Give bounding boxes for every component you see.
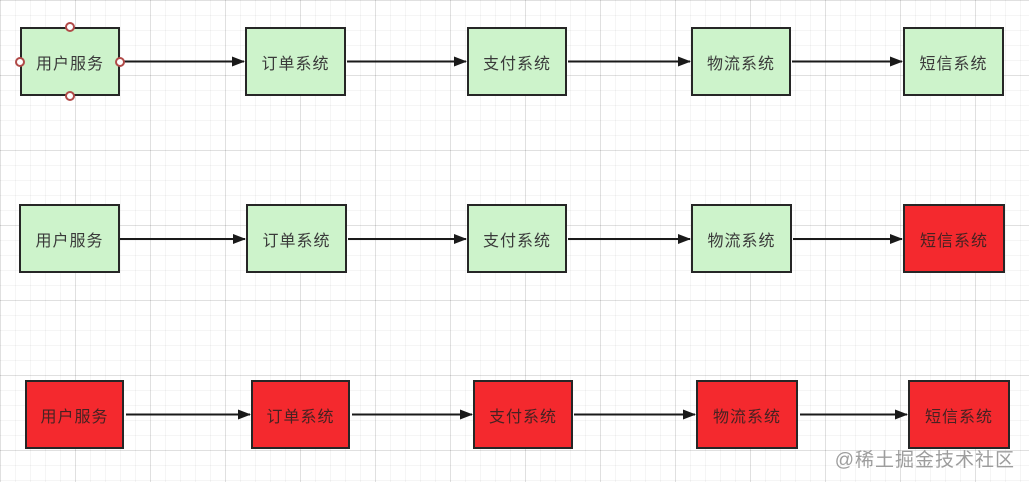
node-label: 订单系统 <box>261 55 330 73</box>
node-label: 用户服务 <box>35 55 104 73</box>
node-order-system[interactable]: 订单系统 <box>251 380 350 449</box>
node-label: 物流系统 <box>712 408 781 426</box>
node-label: 订单系统 <box>266 408 335 426</box>
node-user-service[interactable]: 用户服务 <box>19 204 120 273</box>
node-label: 短信系统 <box>924 408 993 426</box>
node-label: 短信系统 <box>919 232 988 250</box>
node-label: 短信系统 <box>919 55 988 73</box>
node-label: 物流系统 <box>706 55 775 73</box>
node-payment-system[interactable]: 支付系统 <box>467 204 567 273</box>
node-user-service[interactable]: 用户服务 <box>25 380 124 449</box>
selection-handle-right[interactable] <box>115 56 125 67</box>
node-label: 用户服务 <box>35 232 104 250</box>
node-label: 订单系统 <box>262 232 331 250</box>
node-payment-system[interactable]: 支付系统 <box>467 27 567 96</box>
node-logistics-system[interactable]: 物流系统 <box>691 204 792 273</box>
node-label: 支付系统 <box>482 232 551 250</box>
selection-handle-top[interactable] <box>65 22 75 32</box>
node-sms-system[interactable]: 短信系统 <box>908 380 1010 449</box>
selection-handle-bottom[interactable] <box>65 91 75 101</box>
node-order-system[interactable]: 订单系统 <box>246 204 347 273</box>
node-logistics-system[interactable]: 物流系统 <box>691 27 791 96</box>
node-order-system[interactable]: 订单系统 <box>245 27 346 96</box>
selection-handle-left[interactable] <box>15 56 25 67</box>
node-logistics-system[interactable]: 物流系统 <box>696 380 798 449</box>
node-label: 支付系统 <box>488 408 557 426</box>
node-sms-system[interactable]: 短信系统 <box>903 204 1005 273</box>
node-label: 物流系统 <box>707 232 776 250</box>
node-user-service[interactable]: 用户服务 <box>15 22 125 101</box>
node-label: 支付系统 <box>482 55 551 73</box>
node-payment-system[interactable]: 支付系统 <box>473 380 573 449</box>
node-label: 用户服务 <box>40 408 109 426</box>
watermark: @稀土掘金技术社区 <box>834 450 1015 471</box>
node-sms-system[interactable]: 短信系统 <box>903 27 1004 96</box>
